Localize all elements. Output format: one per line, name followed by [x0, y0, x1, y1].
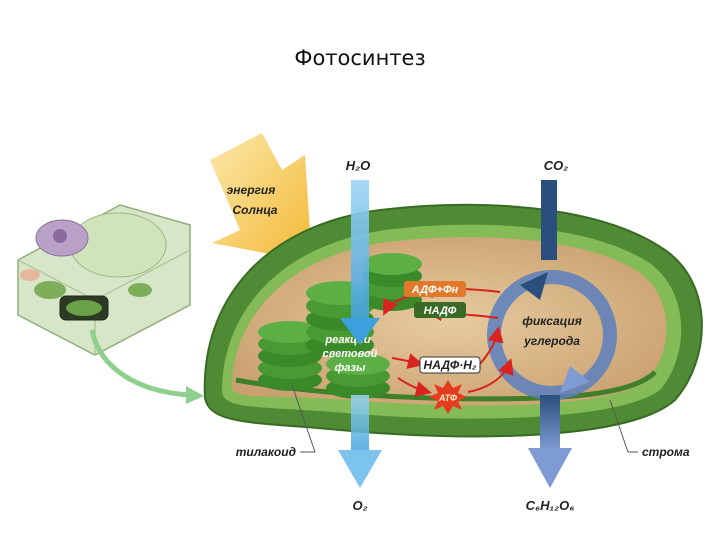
carbon-fixation-label-2: углерода [523, 334, 580, 348]
water-label: H₂O [346, 158, 370, 173]
atp-label: АТФ [438, 393, 457, 403]
granum-1 [258, 321, 322, 391]
light-reactions-label-2: световой [323, 348, 378, 360]
adp-pi-label: АДФ+Фн [411, 284, 459, 296]
nadp-label: НАДФ [424, 305, 457, 317]
glucose-arrow: C₆H₁₂O₆ [526, 395, 575, 513]
co2-arrow: CO₂ [541, 158, 568, 260]
co2-label: CO₂ [544, 158, 569, 173]
zoom-arrow [89, 329, 204, 404]
energy-carriers: АДФ+Фн НАДФ НАДФ·Н₂ АТФ [383, 281, 514, 414]
sun-energy-arrow: энергия Солнца [210, 133, 312, 262]
nadph2-label: НАДФ·Н₂ [424, 358, 477, 372]
adp-pi-badge [404, 281, 466, 297]
plant-cell-illustration [17, 204, 191, 356]
nadp-badge [414, 302, 466, 318]
atp-burst [429, 380, 467, 414]
thylakoid-callout: тилакоид [236, 384, 316, 459]
carbon-fixation-label-1: фиксация [522, 314, 582, 328]
slide-title: Фотосинтез [294, 46, 426, 70]
sun-energy-label-1: энергия [227, 183, 276, 197]
oxygen-label: O₂ [352, 498, 367, 513]
water-arrow: H₂O O₂ [338, 158, 382, 513]
sun-energy-label-2: Солнца [233, 203, 278, 217]
thylakoid-label: тилакоид [236, 445, 296, 459]
stroma-label: строма [642, 445, 690, 459]
light-reactions-label-3: фазы [335, 362, 366, 374]
granum-4 [326, 353, 390, 399]
nadph2-badge [419, 356, 481, 374]
glucose-label: C₆H₁₂O₆ [526, 498, 575, 513]
stroma-callout: строма [609, 399, 690, 459]
